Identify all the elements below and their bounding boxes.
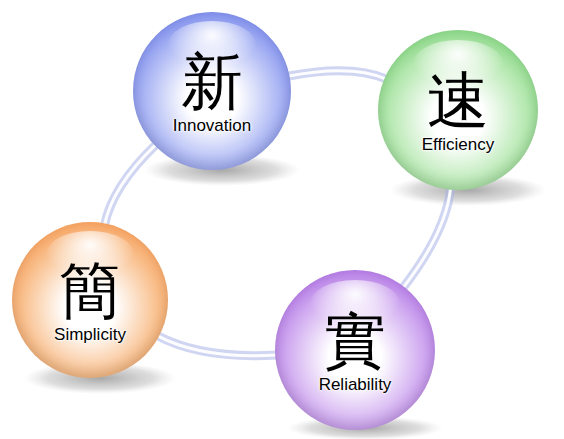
node-label: Reliability: [319, 376, 392, 395]
node-character: 速: [427, 70, 489, 132]
ring-stroke: [403, 188, 451, 289]
ring-connector: [403, 188, 451, 289]
ring-connector: [104, 144, 156, 225]
ring-stroke: [104, 144, 156, 225]
ring-connector: [288, 71, 387, 79]
node-character: 實: [324, 310, 386, 372]
node-label: Efficiency: [422, 136, 494, 155]
node-character: 簡: [59, 260, 121, 322]
ring-connector: [157, 336, 277, 356]
sphere-node: 速 Efficiency: [378, 30, 538, 190]
sphere-node: 實 Reliability: [275, 270, 435, 430]
ring-stroke: [157, 336, 277, 356]
ring-stroke: [288, 71, 387, 79]
sphere-node: 簡 Simplicity: [12, 222, 168, 378]
node-character: 新: [181, 51, 243, 113]
ring-stroke: [157, 336, 277, 356]
node-label: Simplicity: [54, 326, 126, 345]
ring-stroke: [104, 144, 156, 225]
sphere-node: 新 Innovation: [133, 12, 291, 170]
ring-stroke: [288, 71, 387, 79]
ring-stroke: [403, 188, 451, 289]
node-label: Innovation: [173, 117, 251, 136]
